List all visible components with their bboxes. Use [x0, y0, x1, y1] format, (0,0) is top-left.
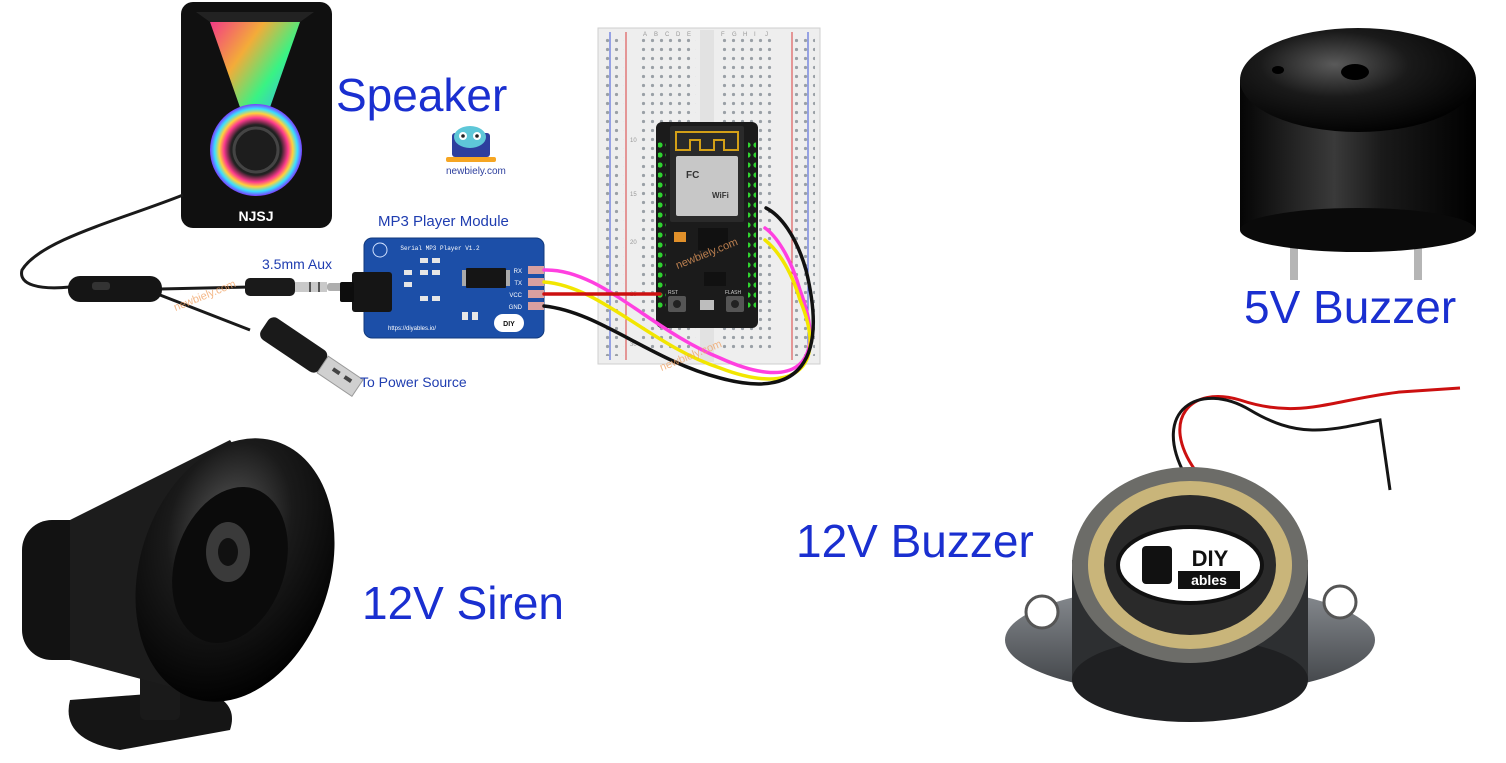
bb-col-j: J — [765, 32, 768, 38]
mp3-board-url: https://diyables.io/ — [388, 326, 436, 332]
siren-12v — [22, 438, 335, 750]
bb-row-15: 15 — [630, 192, 637, 198]
buzzer-12v: DIY ables — [1005, 386, 1461, 722]
aux-label: 3.5mm Aux — [262, 256, 333, 272]
bb-col-b: B — [654, 32, 658, 38]
bb-row-30: 30 — [630, 342, 637, 348]
mp3-board-title: Serial MP3 Player V1.2 — [400, 245, 480, 252]
esp-wifi: WiFi — [712, 191, 729, 200]
wires — [542, 206, 815, 386]
newbiely-logo — [446, 126, 496, 162]
pin-label-vcc: VCC — [509, 293, 522, 299]
bb-col-d: D — [676, 32, 681, 38]
mp3-logo-text: DIY — [503, 321, 515, 328]
power-label: To Power Source — [360, 374, 467, 390]
bb-col-a: A — [643, 32, 647, 38]
usb-plug — [260, 317, 364, 397]
newbiely-logo-text: newbiely.com — [446, 166, 506, 177]
speaker-cable — [20, 193, 251, 332]
mp3-module-label: MP3 Player Module — [378, 213, 509, 230]
buzzer-5v — [1240, 28, 1476, 280]
pin-label-rx: RX — [514, 269, 522, 275]
bb-col-i: I — [754, 32, 756, 38]
mp3-player-module: Serial MP3 Player V1.2 https://diyables.… — [340, 237, 545, 339]
esp-fcc: FC — [686, 170, 699, 181]
inline-control — [68, 276, 162, 302]
esp-rst: RST — [668, 290, 678, 296]
buzzer-12v-label: 12V Buzzer — [796, 515, 1034, 567]
speaker-brand: NJSJ — [238, 208, 273, 224]
speaker: NJSJ — [181, 2, 332, 228]
bb-col-h: H — [743, 32, 747, 38]
esp8266-board: FC WiFi RST FLASH — [656, 122, 758, 328]
buzzer-logo-ables: ables — [1191, 572, 1227, 588]
siren-12v-label: 12V Siren — [362, 577, 565, 629]
buzzer-5v-label: 5V Buzzer — [1244, 281, 1457, 333]
bb-col-c: C — [665, 32, 670, 38]
bb-col-g: G — [732, 32, 737, 38]
pin-label-gnd: GND — [509, 305, 523, 311]
speaker-label: Speaker — [336, 69, 508, 121]
buzzer-logo-diy: DIY — [1192, 546, 1229, 571]
aux-jack — [245, 278, 349, 296]
bb-row-10: 10 — [630, 138, 637, 144]
esp-flash: FLASH — [725, 290, 742, 296]
pin-label-tx: TX — [514, 281, 522, 287]
bb-row-20: 20 — [630, 240, 637, 246]
bb-col-e: E — [687, 32, 691, 38]
bb-col-f: F — [721, 32, 725, 38]
